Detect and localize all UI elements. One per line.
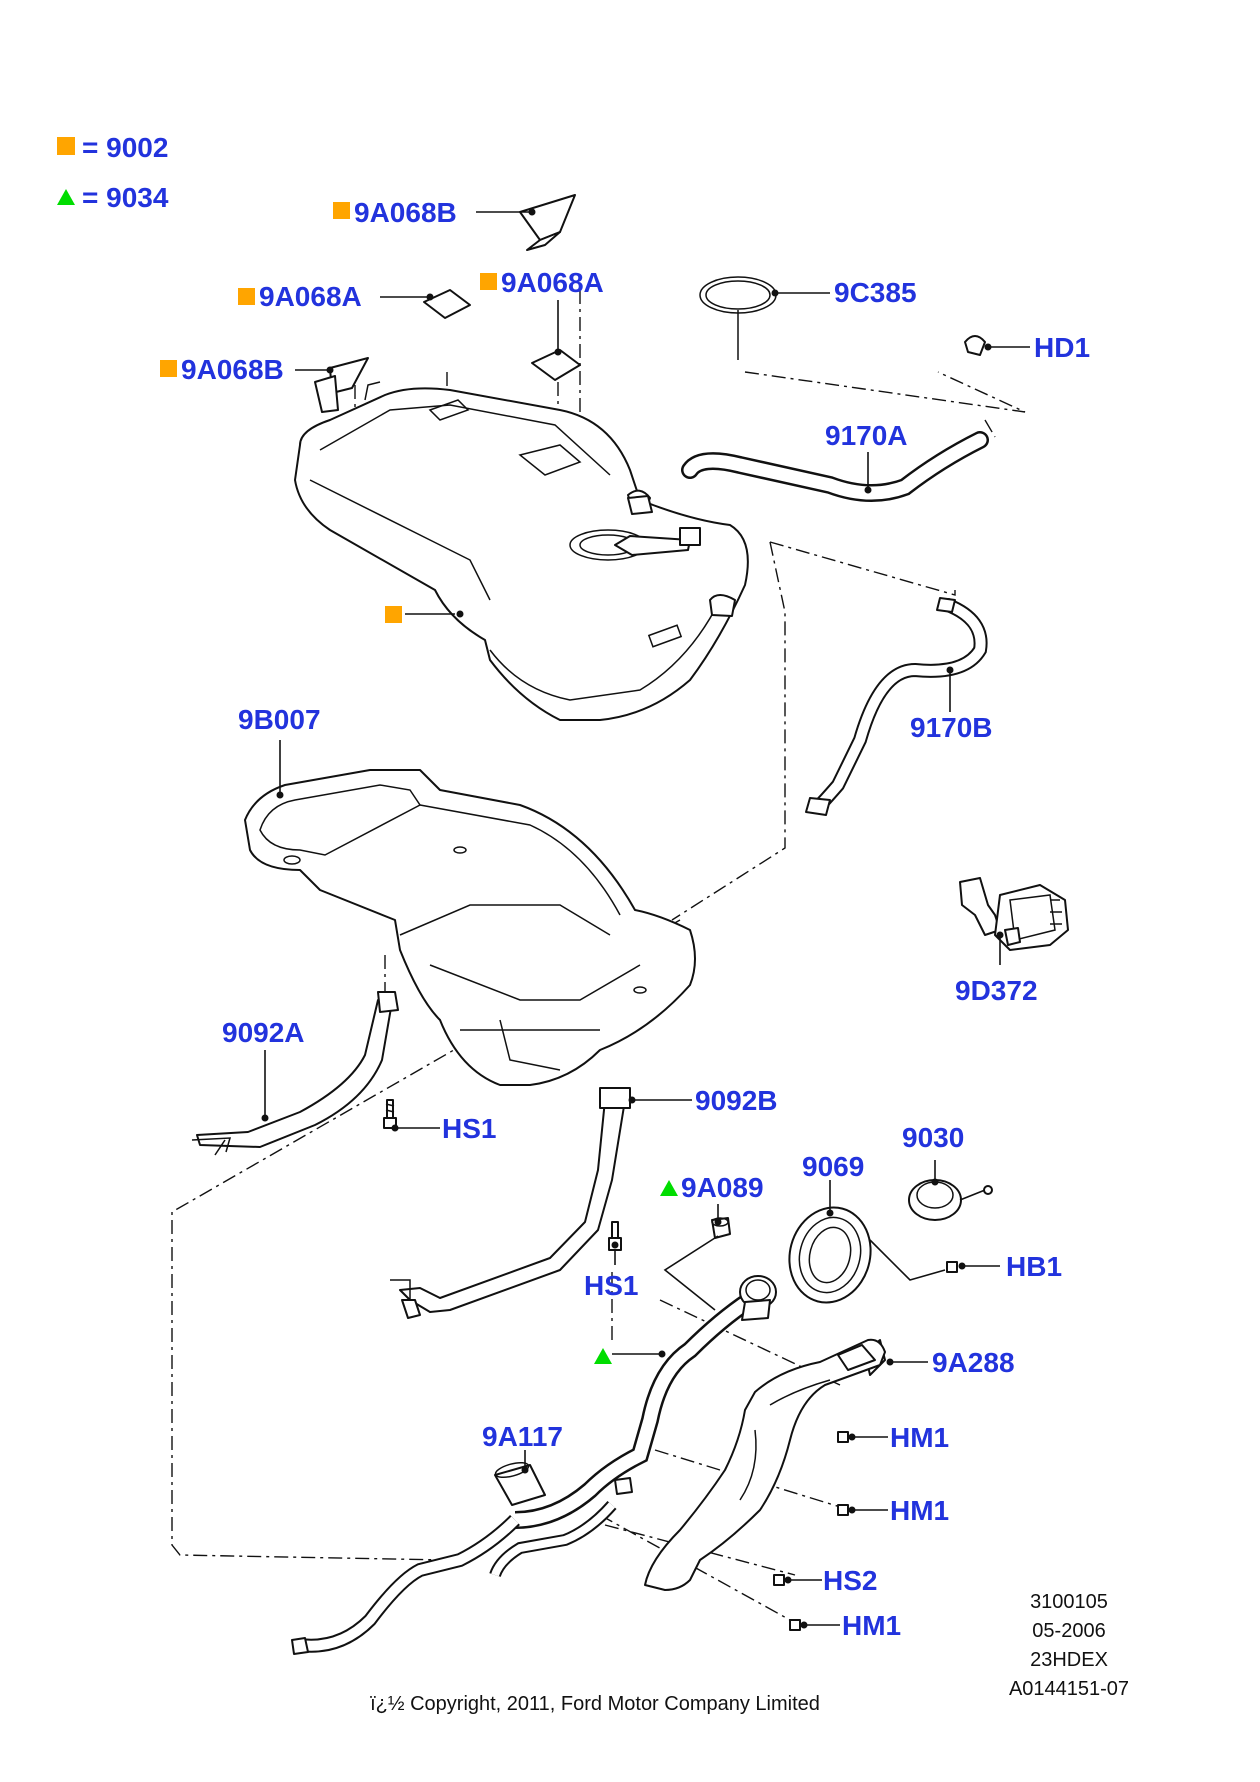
part-9002-fuel-tank — [294, 381, 749, 721]
ref-line-1: 3100105 — [1030, 1591, 1108, 1613]
square-marker-9A068A-left — [238, 288, 255, 305]
label-9030: 9030 — [902, 1122, 964, 1153]
part-9A068A-left — [423, 289, 471, 319]
label-9170A: 9170A — [825, 420, 908, 451]
part-9069-filler-housing — [788, 1206, 946, 1304]
label-9A117: 9A117 — [482, 1421, 563, 1452]
legend-triangle-icon — [57, 189, 75, 205]
label-HM1-b: HM1 — [890, 1495, 949, 1526]
part-HM1-screw-b — [837, 1504, 849, 1516]
part-9170B-vent-hose — [805, 597, 988, 816]
part-9B007-heat-shield — [244, 769, 696, 1086]
part-9030-filler-cap — [908, 1179, 993, 1221]
part-9092B-tank-strap — [390, 1087, 631, 1319]
reference-info: 3100105 05-2006 23HDEX A0144151-07 ï¿½ C… — [370, 1591, 1129, 1715]
label-HD1: HD1 — [1034, 332, 1090, 363]
part-9A117-sleeve — [494, 1461, 546, 1506]
legend-triangle-text: = 9034 — [82, 182, 169, 213]
triangle-marker-filler-pipe — [594, 1348, 612, 1364]
label-HB1: HB1 — [1006, 1251, 1062, 1282]
part-HS2-screw — [773, 1574, 785, 1586]
ref-line-4: A0144151-07 — [1009, 1678, 1129, 1700]
label-9A089: 9A089 — [681, 1172, 764, 1203]
part-9034-filler-pipe — [291, 1275, 777, 1655]
label-HS1-mid: HS1 — [584, 1270, 638, 1301]
legend-square-text: = 9002 — [82, 132, 168, 163]
part-9A068B-top — [519, 194, 576, 251]
label-9A068A-left: 9A068A — [259, 281, 362, 312]
part-9C385-lock-ring — [699, 276, 777, 360]
markers — [160, 202, 678, 1364]
part-HB1-screw — [946, 1261, 958, 1273]
label-9092B: 9092B — [695, 1085, 778, 1116]
square-marker-tank — [385, 606, 402, 623]
part-9A068A-right — [531, 349, 581, 381]
square-marker-9A068A-right — [480, 273, 497, 290]
label-9A068A-right: 9A068A — [501, 267, 604, 298]
label-9B007: 9B007 — [238, 704, 321, 735]
label-9A068B-top: 9A068B — [354, 197, 457, 228]
ref-line-2: 05-2006 — [1032, 1620, 1105, 1642]
part-HM1-screw-a — [837, 1431, 849, 1443]
label-9170B: 9170B — [910, 712, 993, 743]
label-HS1-left: HS1 — [442, 1113, 496, 1144]
label-9A068B-left: 9A068B — [181, 354, 284, 385]
label-HM1-a: HM1 — [890, 1422, 949, 1453]
part-9D372-valve — [959, 877, 1069, 951]
part-9A068B-left — [314, 357, 369, 413]
label-HM1-c: HM1 — [842, 1610, 901, 1641]
legend-square-icon — [57, 137, 75, 155]
triangle-marker-9A089 — [660, 1180, 678, 1196]
square-marker-9A068B-top — [333, 202, 350, 219]
label-9D372: 9D372 — [955, 975, 1038, 1006]
square-marker-9A068B-left — [160, 360, 177, 377]
label-9092A: 9092A — [222, 1017, 305, 1048]
part-HS1-bolt-left — [383, 1099, 397, 1129]
copyright-text: ï¿½ Copyright, 2011, Ford Motor Company … — [370, 1693, 820, 1715]
part-HD1-clip — [964, 335, 986, 356]
leader-lines — [261, 208, 1030, 1629]
label-HS2: HS2 — [823, 1565, 877, 1596]
ref-line-3: 23HDEX — [1030, 1649, 1108, 1671]
part-9170A-vent-hose — [627, 431, 989, 515]
label-9069: 9069 — [802, 1151, 864, 1182]
legend: = 9002 = 9034 — [57, 132, 169, 213]
part-labels: 9A068B 9A068A 9A068A 9A068B 9C385 HD1 91… — [181, 197, 1090, 1641]
part-HM1-screw-c — [789, 1619, 801, 1631]
label-9C385: 9C385 — [834, 277, 917, 308]
part-9092A-tank-strap — [191, 991, 399, 1156]
part-9A089-grommet — [711, 1217, 731, 1239]
part-9A288-filler-shield — [644, 1338, 886, 1591]
label-9A288: 9A288 — [932, 1347, 1015, 1378]
